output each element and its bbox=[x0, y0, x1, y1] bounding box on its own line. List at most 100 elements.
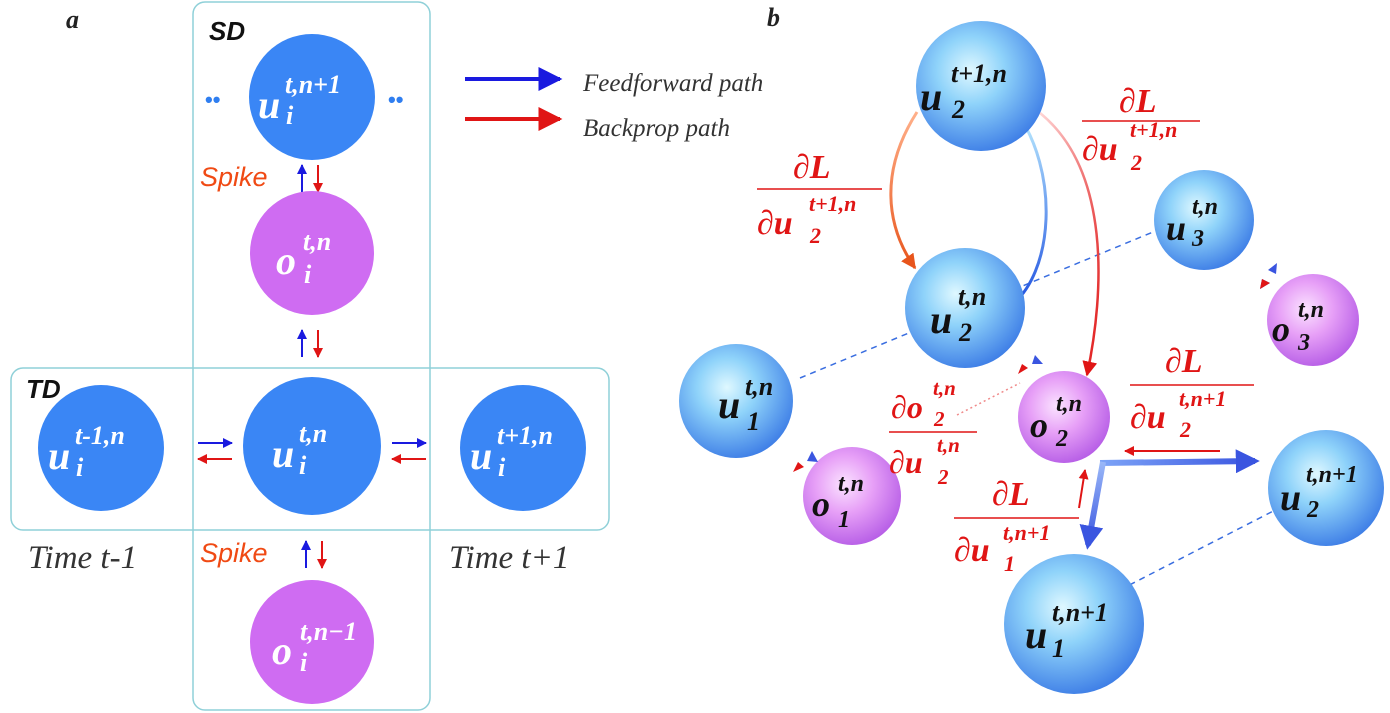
svg-text:u: u bbox=[470, 433, 492, 478]
svg-text:u: u bbox=[48, 433, 70, 478]
node-u2-top: u t+1,n 2 bbox=[916, 21, 1046, 151]
svg-text:2: 2 bbox=[937, 465, 949, 489]
time-right-label: Time t+1 bbox=[449, 540, 569, 576]
spike-arrow-red-u3-o3 bbox=[1260, 279, 1270, 289]
svg-text:t,n: t,n bbox=[838, 471, 864, 497]
spike-label-upper: Spike bbox=[200, 162, 268, 192]
td-frame bbox=[10, 367, 610, 531]
panel-b-label: b bbox=[767, 3, 780, 32]
svg-text:1: 1 bbox=[1004, 551, 1015, 576]
node-o1: o t,n 1 bbox=[803, 447, 901, 545]
svg-text:t,n+1: t,n+1 bbox=[1003, 520, 1050, 545]
svg-text:u: u bbox=[1280, 477, 1301, 519]
fraction-left: ∂L ∂u t+1,n 2 bbox=[757, 149, 882, 248]
svg-text:i: i bbox=[300, 648, 308, 677]
node-u-center: u t,n i bbox=[243, 377, 381, 515]
svg-text:t,n: t,n bbox=[1056, 391, 1082, 417]
fraction-top-right: ∂L ∂u t+1,n 2 bbox=[1082, 83, 1200, 175]
svg-text:2: 2 bbox=[1179, 417, 1191, 442]
svg-text:u: u bbox=[930, 297, 952, 342]
svg-text:t,n: t,n bbox=[937, 433, 960, 457]
node-o-mid: o t,n i bbox=[250, 191, 374, 315]
svg-text:t,n: t,n bbox=[958, 282, 986, 311]
svg-text:2: 2 bbox=[1130, 150, 1142, 175]
svg-text:o: o bbox=[1272, 309, 1290, 349]
node-u2: u t,n 2 bbox=[905, 248, 1025, 368]
legend-backprop-label: Backprop path bbox=[583, 115, 730, 142]
svg-text:u: u bbox=[1166, 208, 1186, 248]
svg-text:t,n: t,n bbox=[299, 419, 327, 448]
svg-text:t,n: t,n bbox=[303, 227, 331, 256]
node-u1-next: u t,n+1 1 bbox=[1004, 554, 1144, 694]
spike-arrow-blue-u2-o2 bbox=[1032, 355, 1043, 364]
svg-text:t,n: t,n bbox=[745, 372, 773, 401]
svg-text:u: u bbox=[718, 382, 740, 427]
spike-arrow-red-u2-o2 bbox=[1018, 364, 1028, 374]
svg-text:2: 2 bbox=[933, 407, 945, 431]
fraction-o2-u2: ∂o t,n 2 ∂u t,n 2 bbox=[889, 376, 977, 489]
svg-text:3: 3 bbox=[1297, 330, 1310, 356]
node-u-right: u t+1,n i bbox=[460, 385, 586, 511]
svg-text:2: 2 bbox=[958, 318, 972, 347]
svg-text:t+1,n: t+1,n bbox=[809, 191, 856, 216]
svg-text:∂o: ∂o bbox=[891, 389, 923, 425]
svg-text:i: i bbox=[286, 101, 294, 130]
svg-text:1: 1 bbox=[838, 507, 850, 533]
svg-text:t,n+1: t,n+1 bbox=[285, 70, 341, 99]
node-u-left: u t-1,n i bbox=[38, 385, 164, 511]
svg-text:t,n: t,n bbox=[1192, 194, 1218, 220]
arc-orange-backprop bbox=[889, 111, 919, 270]
svg-text:u: u bbox=[1025, 612, 1047, 657]
svg-text:o: o bbox=[276, 238, 296, 283]
ellipsis-left: •• bbox=[205, 87, 220, 112]
legend: Feedforward path Backprop path bbox=[465, 67, 763, 142]
svg-text:t,n+1: t,n+1 bbox=[1179, 386, 1226, 411]
dotted-link-o2-fraction bbox=[956, 382, 1021, 416]
svg-text:∂L: ∂L bbox=[793, 149, 831, 186]
svg-text:i: i bbox=[76, 453, 84, 482]
sd-frame bbox=[192, 1, 431, 711]
svg-text:∂L: ∂L bbox=[1165, 343, 1203, 380]
fraction-right: ∂L ∂u t,n+1 2 bbox=[1130, 343, 1254, 442]
svg-text:t,n−1: t,n−1 bbox=[300, 617, 357, 646]
node-u3: u t,n 3 bbox=[1154, 170, 1254, 270]
svg-text:o: o bbox=[812, 484, 830, 524]
svg-text:2: 2 bbox=[809, 223, 821, 248]
node-u-top: u t,n+1 i bbox=[249, 34, 375, 160]
node-o2: o t,n 2 bbox=[1018, 371, 1110, 463]
ellipsis-right: •• bbox=[388, 87, 403, 112]
svg-text:2: 2 bbox=[951, 95, 965, 124]
spike-arrow-red-u1-o1 bbox=[793, 462, 804, 472]
svg-text:t,n+1: t,n+1 bbox=[1052, 598, 1108, 627]
svg-text:∂L: ∂L bbox=[1119, 83, 1157, 120]
svg-text:∂u: ∂u bbox=[757, 205, 793, 242]
node-u1: u t,n 1 bbox=[679, 344, 793, 458]
svg-text:∂u: ∂u bbox=[1082, 131, 1118, 168]
svg-text:∂L: ∂L bbox=[992, 476, 1030, 513]
panel-a-label: a bbox=[66, 5, 79, 34]
node-u2-next: u t,n+1 2 bbox=[1268, 430, 1384, 546]
svg-text:3: 3 bbox=[1191, 226, 1204, 252]
td-label: TD bbox=[26, 374, 61, 404]
legend-feedforward-label: Feedforward path bbox=[582, 70, 763, 97]
svg-text:o: o bbox=[272, 628, 292, 673]
svg-text:t,n+1: t,n+1 bbox=[1306, 462, 1358, 488]
sd-label: SD bbox=[209, 16, 245, 46]
svg-text:i: i bbox=[299, 451, 307, 480]
svg-text:∂u: ∂u bbox=[1130, 399, 1166, 436]
svg-text:i: i bbox=[498, 453, 506, 482]
svg-text:t,n: t,n bbox=[933, 376, 956, 400]
svg-text:u: u bbox=[258, 82, 280, 127]
svg-text:2: 2 bbox=[1306, 497, 1319, 523]
time-left-label: Time t-1 bbox=[28, 540, 137, 576]
svg-text:t-1,n: t-1,n bbox=[75, 421, 125, 450]
big-arrow-to-u2-next bbox=[1099, 449, 1260, 474]
red-backprop-arrow-vertical bbox=[1078, 469, 1089, 509]
node-o3: o t,n 3 bbox=[1267, 274, 1359, 366]
spike-arrow-blue-u1-o1 bbox=[807, 451, 818, 462]
arc-blue-feedforward bbox=[1007, 108, 1048, 310]
svg-text:t,n: t,n bbox=[1298, 297, 1324, 323]
svg-text:u: u bbox=[920, 74, 942, 119]
svg-text:i: i bbox=[304, 260, 312, 289]
svg-text:1: 1 bbox=[747, 407, 760, 436]
